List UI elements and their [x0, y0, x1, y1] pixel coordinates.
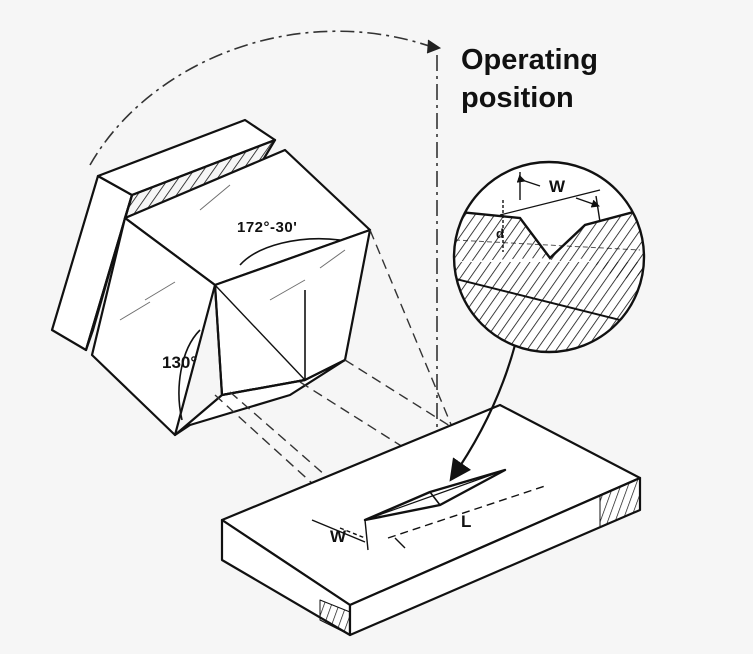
operating-label-line1: Operating: [461, 44, 598, 76]
pointer-arrow: [449, 344, 517, 482]
swing-arc-arrow: [426, 39, 442, 54]
indenter-mount: [50, 118, 277, 352]
plate-dimensions: [311, 484, 549, 551]
swing-arc: [89, 30, 436, 166]
angle-side-label: 130°: [162, 353, 198, 372]
operating-label-line2: position: [461, 82, 574, 114]
plate-length-label: L: [461, 512, 472, 531]
plate-width-label: W: [330, 527, 347, 546]
indentation-mark: [363, 468, 507, 522]
inset-depth-label: d: [496, 226, 504, 241]
inset-width-label: W: [549, 177, 566, 196]
angle-top-label: 172°-30': [237, 219, 298, 236]
